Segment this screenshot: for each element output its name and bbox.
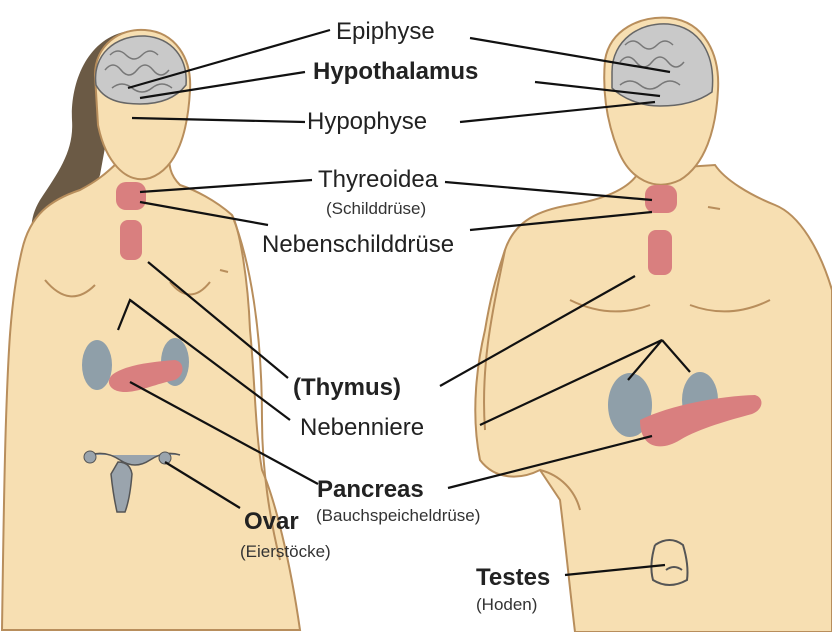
female-thyroid	[116, 182, 146, 210]
label-nebenniere: Nebenniere	[300, 416, 424, 440]
female-ovary-left	[84, 451, 96, 463]
label-epiphyse: Epiphyse	[336, 20, 435, 44]
male-figure	[475, 18, 832, 632]
label-hoden: (Hoden)	[476, 596, 537, 613]
female-kidney-left	[82, 340, 112, 390]
label-thyreoidea: Thyreoidea	[318, 168, 438, 192]
label-ovar: Ovar	[244, 510, 299, 534]
male-thymus	[648, 230, 672, 275]
female-thymus	[120, 220, 142, 260]
label-thymus: (Thymus)	[293, 376, 401, 400]
label-testes: Testes	[476, 566, 550, 590]
label-pancreas: Pancreas	[317, 478, 424, 502]
label-eierstoecke: (Eierstöcke)	[240, 543, 331, 560]
label-bauchspeicheldruese: (Bauchspeicheldrüse)	[316, 507, 480, 524]
label-nebenschilddruese: Nebenschilddrüse	[262, 233, 454, 257]
label-hypophyse: Hypophyse	[307, 110, 427, 134]
label-schilddruese: (Schilddrüse)	[326, 200, 426, 217]
label-hypothalamus: Hypothalamus	[313, 60, 478, 84]
